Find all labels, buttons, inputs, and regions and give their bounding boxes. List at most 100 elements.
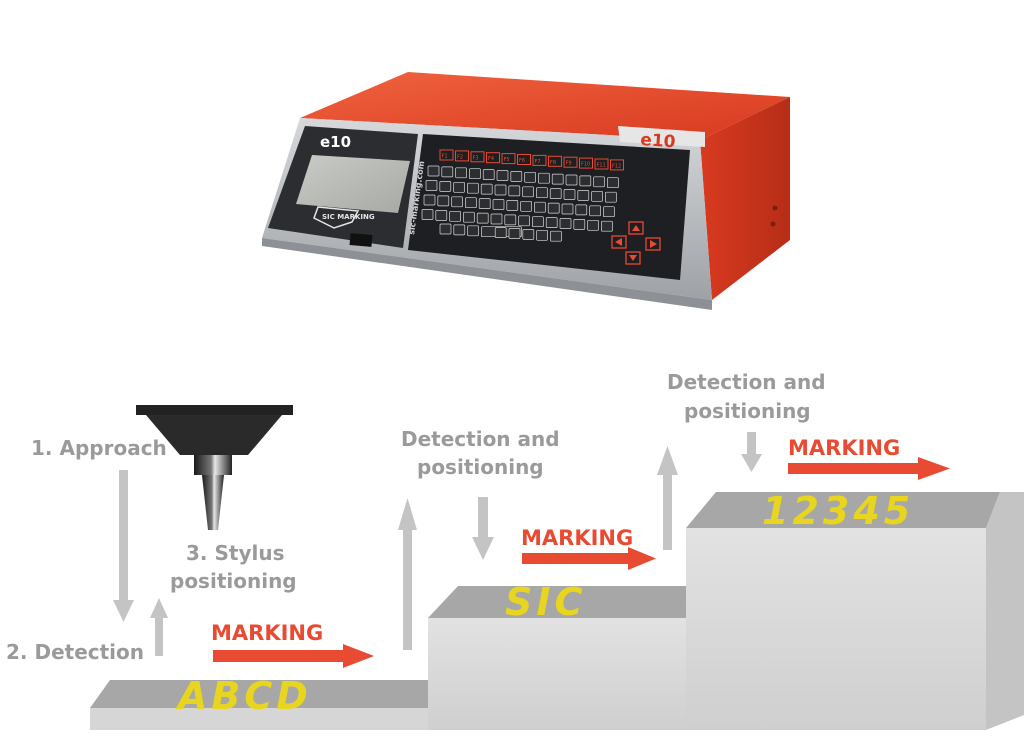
keyboard-key[interactable] xyxy=(439,223,452,235)
keyboard-key[interactable] xyxy=(532,216,544,228)
keyboard-key[interactable] xyxy=(538,172,550,184)
keyboard-key[interactable] xyxy=(534,201,546,213)
function-key[interactable] xyxy=(610,159,624,171)
keyboard-key[interactable] xyxy=(545,217,558,228)
keyboard-key[interactable] xyxy=(607,177,619,189)
side-badge xyxy=(618,126,705,147)
keyboard-key[interactable] xyxy=(482,169,495,180)
function-key[interactable] xyxy=(439,149,454,161)
keyboard-key[interactable] xyxy=(508,185,521,197)
keyboard-key[interactable] xyxy=(522,186,534,198)
keyboard-key[interactable] xyxy=(494,227,507,238)
keyboard-key[interactable] xyxy=(579,175,592,187)
function-key[interactable] xyxy=(594,158,609,170)
keyboard-key[interactable] xyxy=(463,211,475,223)
keyboard-key[interactable] xyxy=(575,204,588,216)
keyboard-key[interactable] xyxy=(492,199,505,210)
keyboard-key[interactable] xyxy=(593,176,605,188)
keyboard-key[interactable] xyxy=(524,171,536,183)
marking-arrow-1 xyxy=(213,650,343,662)
sic-logo-icon xyxy=(313,206,360,229)
level2-front xyxy=(428,618,690,730)
function-key[interactable] xyxy=(470,151,485,163)
function-key[interactable] xyxy=(579,157,593,169)
function-key[interactable] xyxy=(548,155,562,167)
screw-icon xyxy=(770,221,776,227)
keyboard-key[interactable] xyxy=(490,213,503,225)
rise-arrow-1-head xyxy=(398,498,417,530)
keyboard-key[interactable] xyxy=(520,200,532,212)
level3-side xyxy=(986,492,1024,730)
keyboard-key[interactable] xyxy=(480,183,493,195)
keyboard-key[interactable] xyxy=(423,194,436,206)
keyboard-key[interactable] xyxy=(435,210,448,221)
device-base xyxy=(262,238,712,310)
marking-arrow-2 xyxy=(522,553,628,564)
function-key[interactable] xyxy=(486,152,500,164)
keyboard-key[interactable] xyxy=(421,209,434,220)
keyboard-key[interactable] xyxy=(536,229,548,241)
function-key[interactable] xyxy=(455,150,469,162)
keyboard-key[interactable] xyxy=(453,224,466,236)
lcd-screen xyxy=(296,155,410,213)
function-key-label: F8 xyxy=(550,160,556,166)
keyboard-key[interactable] xyxy=(547,202,560,214)
keyboard-key[interactable] xyxy=(573,219,586,230)
function-key-label: F1 xyxy=(442,154,448,160)
keyboard-key[interactable] xyxy=(467,225,479,237)
top-detect-arrow-head xyxy=(741,454,762,472)
keyboard-key[interactable] xyxy=(449,210,461,222)
keyboard-key[interactable] xyxy=(496,170,509,181)
keyboard-key[interactable] xyxy=(577,190,590,201)
keyboard-key[interactable] xyxy=(603,206,615,218)
keyboard-key[interactable] xyxy=(601,220,613,232)
keyboard-key[interactable] xyxy=(551,173,564,185)
device-lid xyxy=(300,72,790,140)
keyboard-key[interactable] xyxy=(453,181,465,193)
function-key[interactable] xyxy=(532,154,547,166)
screw-icon xyxy=(772,205,778,211)
keyboard-key[interactable] xyxy=(451,196,463,208)
keyboard-key[interactable] xyxy=(549,188,562,199)
keyboard-key[interactable] xyxy=(469,168,481,180)
keyboard-key[interactable] xyxy=(536,187,548,199)
keyboard-key[interactable] xyxy=(494,184,507,196)
keyboard-key[interactable] xyxy=(522,229,535,240)
keyboard-key[interactable] xyxy=(518,215,530,227)
function-key[interactable] xyxy=(563,156,578,168)
keyboard-key[interactable] xyxy=(589,205,601,217)
keyboard-key[interactable] xyxy=(508,228,521,239)
device-side xyxy=(700,97,790,300)
keyboard-key[interactable] xyxy=(467,182,479,194)
keyboard-key[interactable] xyxy=(478,198,491,209)
keyboard-key[interactable] xyxy=(510,171,523,182)
keyboard-key[interactable] xyxy=(425,180,438,191)
keyboard-key[interactable] xyxy=(605,191,617,203)
keyboard-key[interactable] xyxy=(591,190,603,202)
keyboard-key[interactable] xyxy=(506,200,519,211)
keyboard-key[interactable] xyxy=(439,181,452,192)
keyboard-key[interactable] xyxy=(441,166,454,178)
keyboard-key[interactable] xyxy=(565,174,578,186)
level1-top xyxy=(90,680,430,708)
keyboard-key[interactable] xyxy=(427,165,440,177)
mid-detection-label-1: Detection and xyxy=(401,427,560,451)
keyboard-key[interactable] xyxy=(561,203,574,215)
keyboard-key[interactable] xyxy=(437,195,450,207)
function-key[interactable] xyxy=(501,153,516,165)
key-grid xyxy=(421,165,619,242)
keyboard-key[interactable] xyxy=(504,214,517,226)
keyboard-key[interactable] xyxy=(455,167,467,179)
level3-front xyxy=(686,528,986,730)
top-detect-arrow xyxy=(747,432,756,454)
keyboard-key[interactable] xyxy=(563,189,576,200)
stylus-up-arrow xyxy=(155,618,163,656)
keyboard-key[interactable] xyxy=(587,219,599,231)
keyboard-key[interactable] xyxy=(465,197,477,209)
keyboard-key[interactable] xyxy=(550,230,562,242)
keyboard-key[interactable] xyxy=(476,212,489,224)
function-key[interactable] xyxy=(517,154,531,165)
keyboard-key[interactable] xyxy=(559,218,572,229)
